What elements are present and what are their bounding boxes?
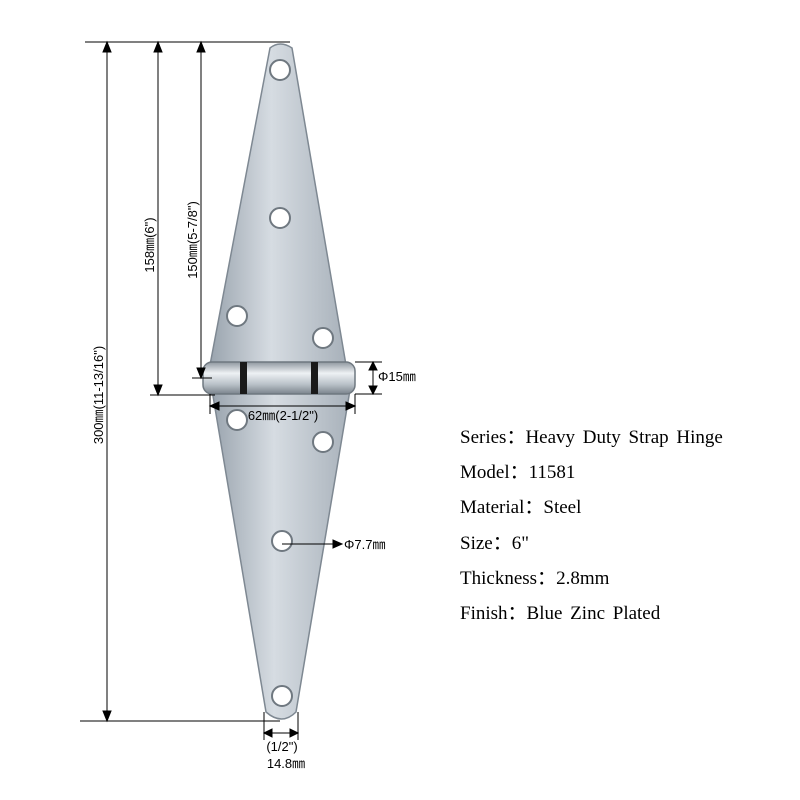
tip-width-inch-label: (1/2"): [266, 739, 297, 754]
hinge-barrel: [202, 361, 356, 395]
arrowhead: [345, 401, 357, 411]
arrowhead: [262, 728, 273, 738]
arrowhead: [102, 710, 112, 723]
spec-material: Material：Steel: [460, 497, 582, 519]
hinge-top-leaf: [209, 43, 347, 366]
arrowhead: [368, 360, 378, 371]
spec-list: Series：Heavy Duty Strap Hinge Model：1158…: [460, 420, 723, 631]
spec-series: Series：Heavy Duty Strap Hinge: [460, 427, 723, 448]
spec-size: Size：6": [460, 532, 529, 554]
total-length-label: 300㎜(11-13/16"): [91, 346, 106, 444]
screw-hole: [271, 530, 293, 552]
hole-diameter-label: Φ7.7㎜: [344, 537, 385, 552]
spec-label: Size: [460, 532, 493, 554]
spec-label: Model: [460, 462, 510, 484]
arrowhead: [289, 728, 300, 738]
screw-hole: [226, 305, 248, 327]
arrowhead: [153, 40, 163, 53]
dimension-lines: [80, 40, 382, 740]
screw-hole: [312, 327, 334, 349]
arrowhead: [153, 384, 163, 397]
spec-label: Material: [460, 497, 525, 519]
barrel-diameter-label: Φ15㎜: [378, 369, 416, 384]
spec-value: 6": [511, 532, 529, 554]
screw-hole: [226, 409, 248, 431]
spec-label: Finish: [460, 602, 508, 624]
screw-hole: [269, 207, 291, 229]
barrel-knuckle-gap-left: [240, 362, 247, 394]
screw-hole: [269, 59, 291, 81]
arrowhead: [208, 401, 220, 411]
spec-finish: Finish：Blue Zinc Plated: [460, 602, 661, 624]
leaf-length-label: 158㎜(6"): [142, 217, 157, 272]
barrel-width-label: 62㎜(2-1/2"): [248, 408, 318, 423]
spec-label: Thickness: [460, 567, 538, 589]
hole-span-label: 150㎜(5-7/8"): [185, 201, 200, 279]
hinge-bottom-leaf: [211, 389, 351, 720]
spec-value: 11581: [528, 462, 576, 484]
arrowhead: [196, 367, 206, 380]
barrel-knuckle-gap-right: [311, 362, 318, 394]
screw-holes: [226, 59, 334, 707]
arrowhead: [102, 40, 112, 53]
spec-value: Steel: [543, 497, 582, 519]
spec-label: Series: [460, 427, 507, 448]
tip-width-mm-label: 14.8㎜: [267, 756, 305, 771]
spec-value: 2.8mm: [556, 567, 610, 589]
arrowhead: [196, 40, 206, 53]
screw-hole: [271, 685, 293, 707]
arrowhead: [368, 385, 378, 396]
arrowhead: [332, 539, 344, 549]
spec-thickness: Thickness：2.8mm: [460, 567, 610, 589]
spec-model: Model：11581: [460, 462, 576, 484]
spec-value: Blue Zinc Plated: [526, 602, 661, 624]
spec-value: Heavy Duty Strap Hinge: [525, 427, 723, 448]
screw-hole: [312, 431, 334, 453]
